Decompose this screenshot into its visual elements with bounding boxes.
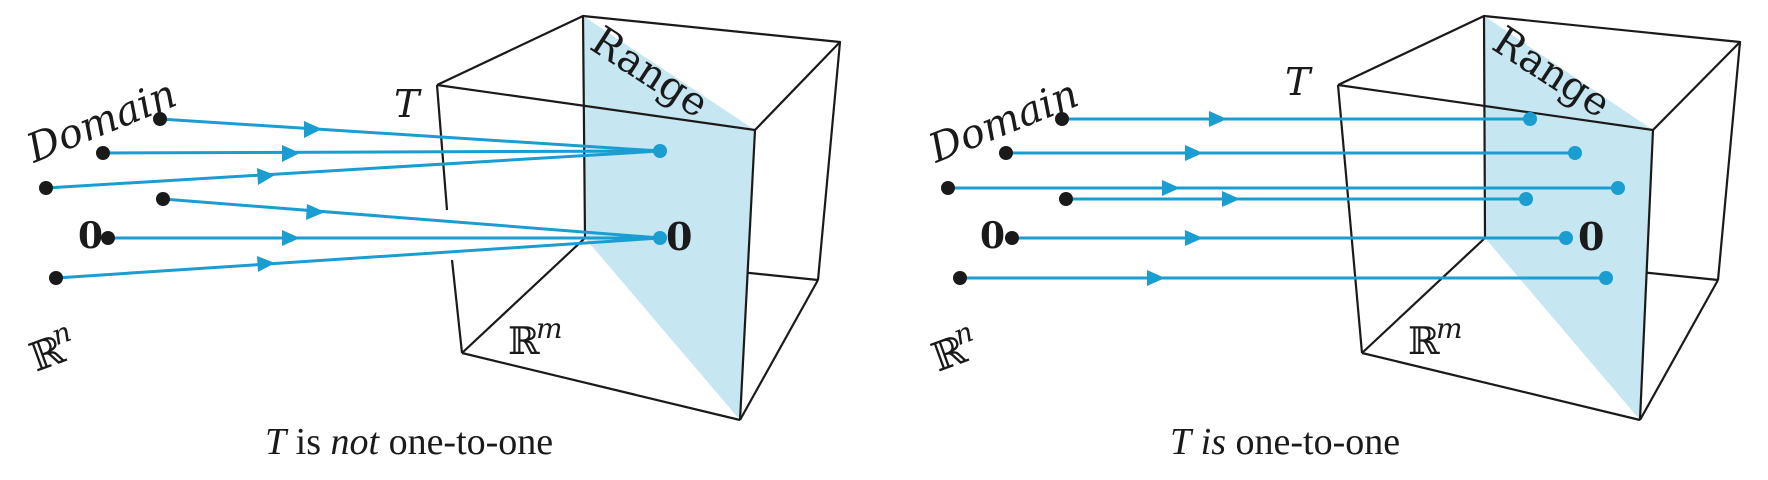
mapping-arrowheads: [1147, 111, 1240, 286]
map-label-t: T: [1285, 60, 1313, 104]
caption-one-to-one: T is one-to-one: [1170, 421, 1400, 463]
box-front-edges: [435, 15, 819, 422]
range-plane: [583, 16, 755, 420]
domain-zero-label: 0: [980, 215, 1005, 257]
range-zero-label: 0: [1578, 214, 1604, 259]
panel-not-one-to-one: Domain Range T 0 0 ℝ n ℝ m T is not one-…: [20, 14, 842, 463]
box-back-edges: [436, 14, 842, 282]
range-points: [653, 144, 667, 245]
domain-points: [39, 112, 170, 285]
mapping-arrowheads: [257, 121, 325, 272]
space-rm-label: ℝ m: [508, 312, 563, 363]
map-label-t: T: [394, 82, 422, 126]
space-rm-label: ℝ m: [1408, 312, 1463, 363]
caption-not-one-to-one: T is not one-to-one: [265, 421, 553, 463]
domain-zero-label: 0: [78, 215, 103, 257]
range-points: [1519, 112, 1625, 285]
svg-text:m: m: [536, 312, 563, 345]
svg-text:ℝ: ℝ: [508, 319, 540, 363]
mapping-lines: [948, 117, 1618, 280]
svg-text:ℝ: ℝ: [1408, 319, 1440, 363]
mapping-lines: [45, 117, 661, 280]
box-back-edges: [1337, 14, 1742, 282]
space-rn-label: ℝ n: [24, 315, 76, 381]
svg-text:m: m: [1436, 312, 1463, 345]
box-front-edges: [1336, 15, 1719, 422]
space-rn-label: ℝ n: [926, 315, 978, 381]
domain-points: [941, 112, 1073, 285]
panel-one-to-one: Domain Range T 0 0 ℝ n ℝ m T is one-to-o…: [922, 14, 1742, 463]
range-zero-label: 0: [666, 214, 692, 259]
